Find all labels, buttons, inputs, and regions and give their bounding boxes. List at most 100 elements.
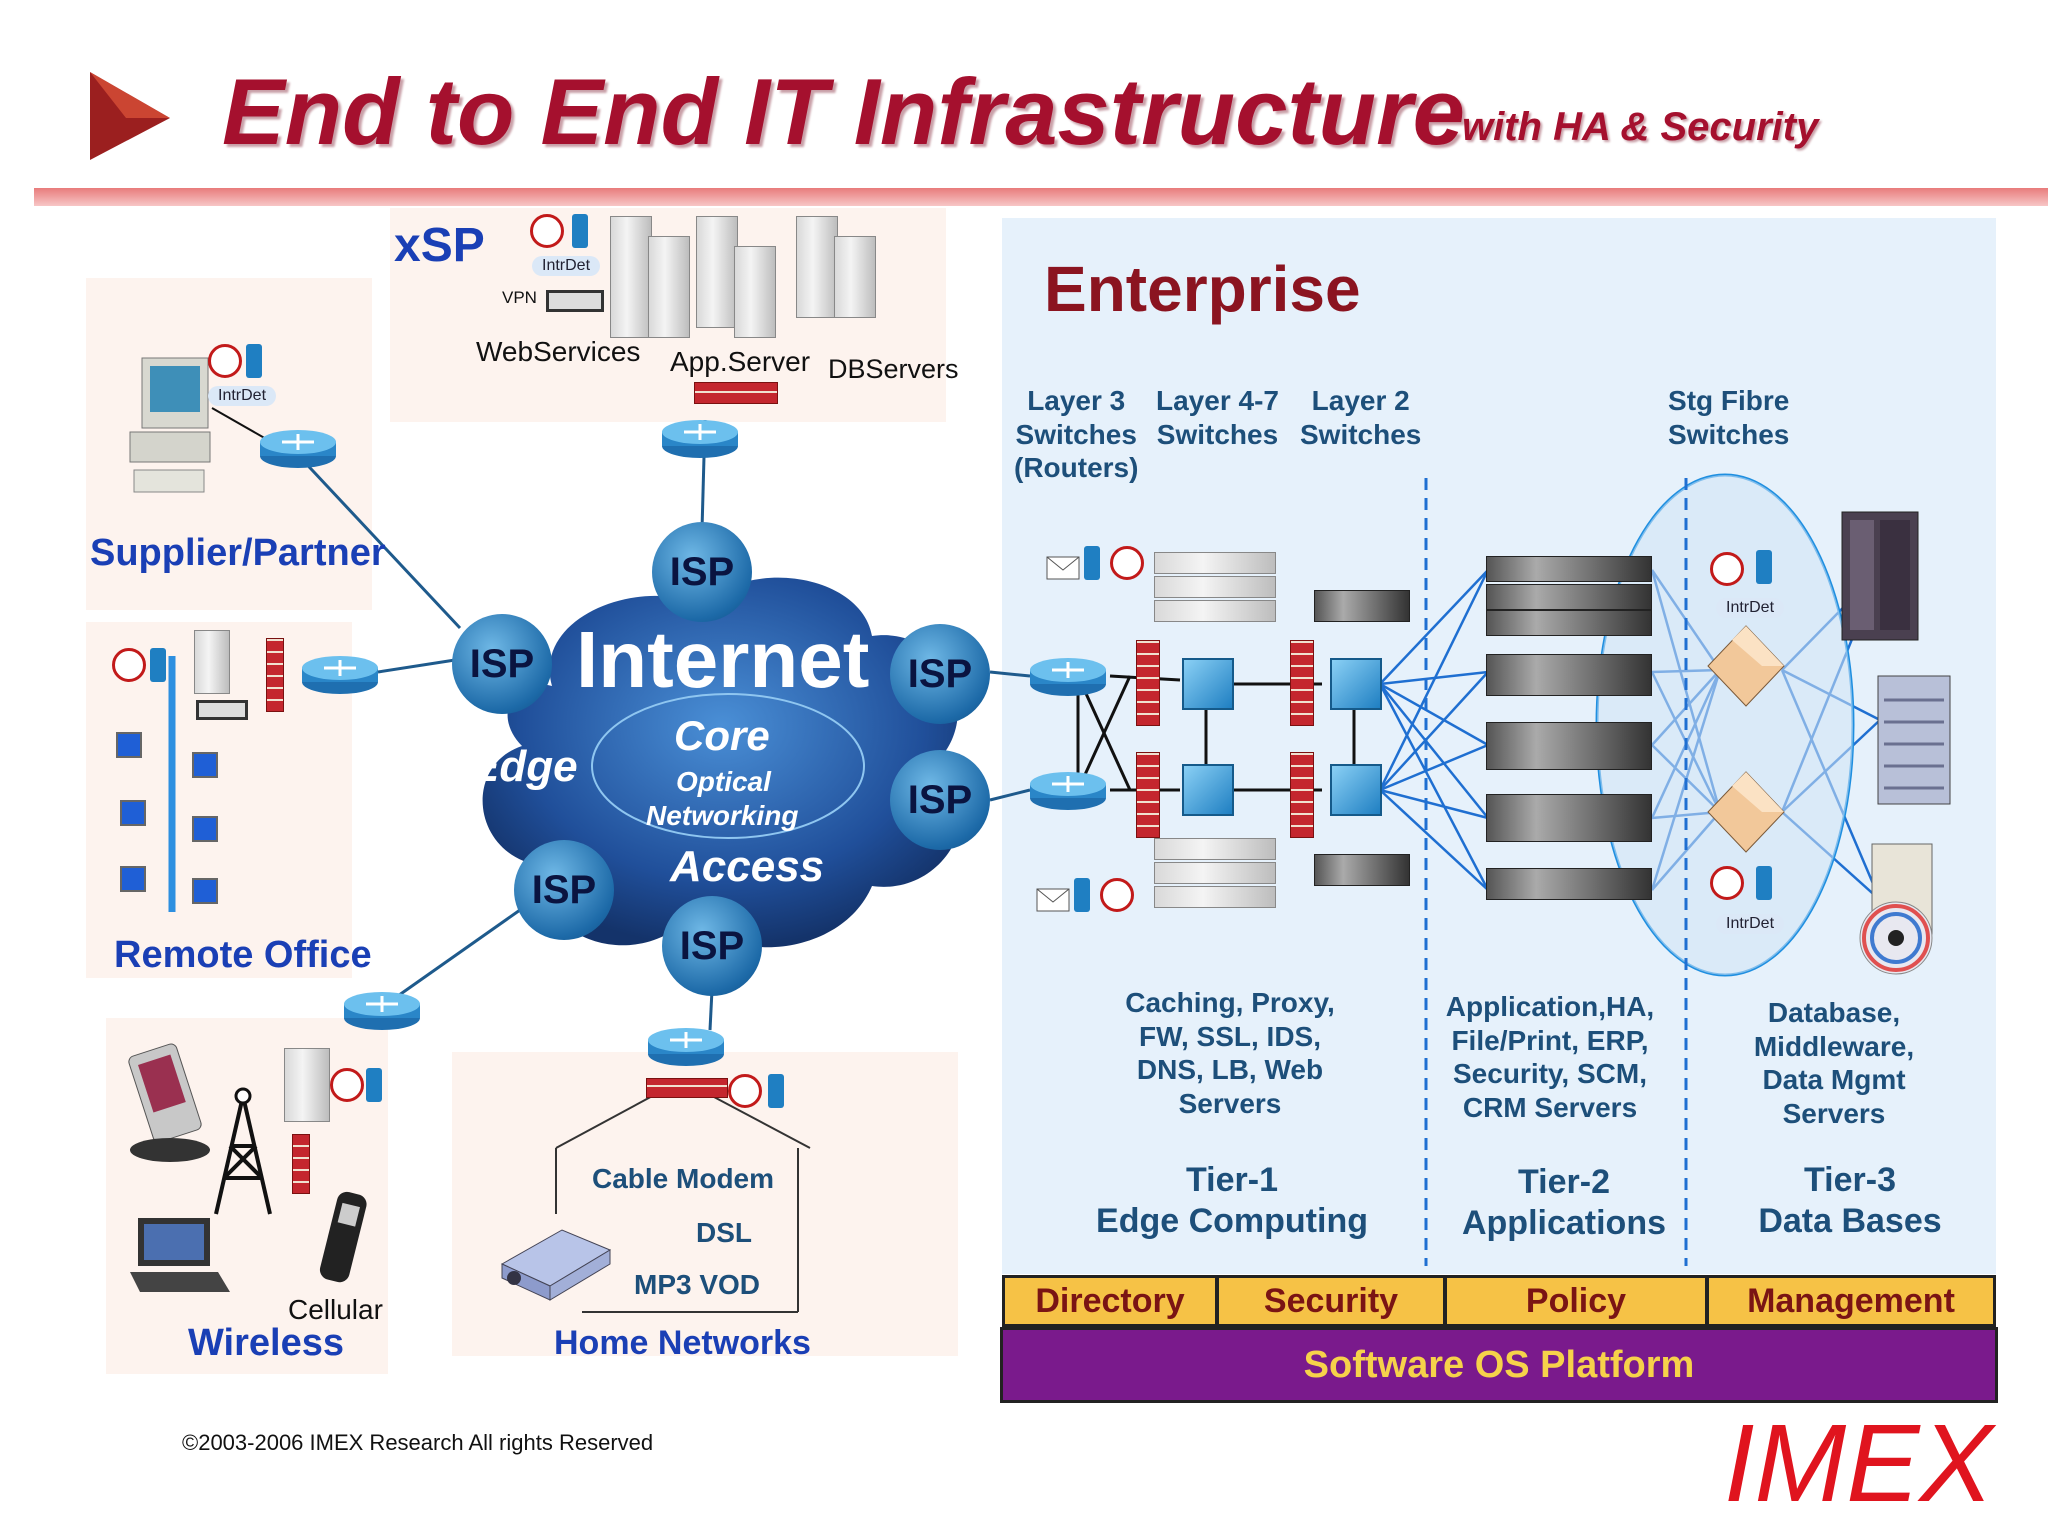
server-icon[interactable] — [1486, 610, 1652, 636]
server-icon[interactable] — [1154, 886, 1276, 908]
desktop-icon — [129, 357, 211, 493]
enterprise-label: Enterprise — [1044, 253, 1361, 325]
server-icon[interactable] — [734, 246, 776, 338]
firewall-icon — [646, 1078, 728, 1098]
edge-label: Edge — [470, 742, 578, 791]
cell-tower-icon — [214, 1087, 272, 1215]
desktop-icon[interactable] — [192, 816, 218, 842]
isp-node-top[interactable]: ISP — [652, 522, 752, 622]
xsp-label: xSP — [394, 219, 485, 272]
switch-icon[interactable] — [1330, 658, 1382, 710]
router-icon[interactable] — [258, 428, 338, 470]
server-icon[interactable] — [610, 216, 652, 338]
server-icon[interactable] — [1154, 838, 1276, 860]
router-icon[interactable] — [646, 1026, 726, 1068]
laptop-icon — [130, 1218, 230, 1292]
server-icon[interactable] — [1486, 584, 1652, 610]
server-icon[interactable] — [1486, 722, 1652, 770]
remote-office-label: Remote Office — [114, 934, 372, 976]
page-title: End to End IT Infrastructure — [222, 59, 1465, 164]
os-platform-bar: Software OS Platform — [1000, 1327, 1998, 1403]
wireless-label: Wireless — [188, 1322, 344, 1364]
pda-icon — [128, 1043, 210, 1162]
server-icon[interactable] — [284, 1048, 330, 1122]
switch-icon[interactable] — [1182, 764, 1234, 816]
desktop-icon[interactable] — [192, 752, 218, 778]
switch-icon[interactable] — [1182, 658, 1234, 710]
key-icon — [150, 648, 166, 682]
key-icon — [1756, 866, 1772, 900]
cd-icon[interactable] — [1852, 838, 1948, 978]
server-icon[interactable] — [648, 236, 690, 338]
server-icon[interactable] — [796, 216, 838, 318]
desktop-icon[interactable] — [120, 800, 146, 826]
router-icon[interactable] — [1028, 656, 1108, 698]
imex-logo: IMEX — [1724, 1402, 1993, 1525]
router-icon[interactable] — [300, 654, 380, 696]
fibre-switch-icon[interactable] — [1702, 768, 1788, 856]
cellular-label: Cellular — [288, 1294, 383, 1325]
copyright: ©2003-2006 IMEX Research All rights Rese… — [182, 1430, 654, 1455]
vpn-label: VPN — [502, 288, 537, 307]
home-networks-panel — [452, 1052, 958, 1356]
management-cell: Management — [1706, 1275, 1996, 1327]
key-icon — [246, 344, 262, 378]
desktop-icon[interactable] — [192, 878, 218, 904]
server-icon[interactable] — [1154, 862, 1276, 884]
desktop-icon[interactable] — [116, 732, 142, 758]
firewall-icon — [266, 638, 284, 712]
server-icon[interactable] — [1486, 654, 1652, 696]
key-icon — [1756, 550, 1772, 584]
isp-node-bottom[interactable]: ISP — [662, 896, 762, 996]
phone-icon — [319, 1191, 367, 1283]
server-icon[interactable] — [1154, 600, 1276, 622]
server-icon[interactable] — [1154, 552, 1276, 574]
storage-icon[interactable] — [1872, 670, 1956, 810]
isp-node-left[interactable]: ISP — [452, 614, 552, 714]
server-icon[interactable] — [1154, 576, 1276, 598]
isp-node-bottom-left[interactable]: ISP — [514, 840, 614, 940]
router-icon[interactable] — [1028, 770, 1108, 812]
isp-node-right-top[interactable]: ISP — [890, 624, 990, 724]
router-icon[interactable] — [660, 418, 740, 460]
tier2-description: Application,HA,File/Print, ERP,Security,… — [1445, 991, 1655, 1123]
key-icon — [366, 1068, 382, 1102]
set-top-box-icon — [500, 1229, 612, 1301]
internet-cloud — [482, 577, 963, 948]
server-icon[interactable] — [1486, 794, 1652, 842]
page-subtitle: with HA & Security — [1462, 105, 1819, 149]
desktop-icon[interactable] — [120, 866, 146, 892]
server-icon[interactable] — [194, 630, 230, 694]
firewall-icon — [1136, 752, 1160, 838]
no-bug-icon — [1710, 866, 1744, 900]
directory-cell: Directory — [1002, 1275, 1218, 1327]
no-bug-icon — [1100, 878, 1134, 912]
server-icon[interactable] — [834, 236, 876, 318]
switch-device-icon — [1314, 590, 1410, 622]
security-cell: Security — [1216, 1275, 1446, 1327]
intrdet-label: IntrDet — [1716, 598, 1785, 618]
home-networks-label: Home Networks — [554, 1324, 811, 1362]
router-icon[interactable] — [342, 990, 422, 1032]
switch-device-icon — [1314, 854, 1410, 886]
internet-label: Internet — [576, 615, 870, 704]
app-server-label: App.Server — [670, 346, 811, 377]
core-label: Core — [674, 712, 770, 759]
firewall-icon — [694, 382, 778, 404]
key-icon — [768, 1074, 784, 1108]
server-icon[interactable] — [1486, 868, 1652, 900]
server-icon[interactable] — [1486, 556, 1652, 582]
fibre-switch-icon[interactable] — [1702, 622, 1788, 710]
server-icon[interactable] — [696, 216, 738, 328]
isp-node-right-bottom[interactable]: ISP — [890, 750, 990, 850]
vpn-device-icon — [546, 290, 604, 312]
switch-icon[interactable] — [1330, 764, 1382, 816]
no-bug-icon — [728, 1074, 762, 1108]
storage-icon[interactable] — [1832, 506, 1928, 646]
